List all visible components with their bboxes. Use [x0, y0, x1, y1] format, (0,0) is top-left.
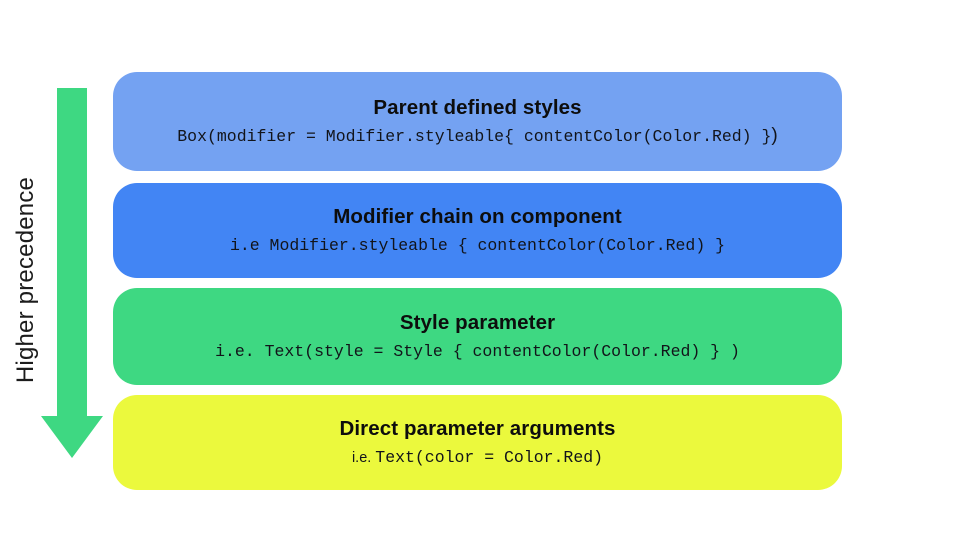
code-text: i.e Modifier.styleable { contentColor(Co… [229, 236, 726, 255]
box-direct-parameter-arguments: Direct parameter arguments i.e.Text(colo… [113, 395, 842, 490]
box-code: i.e. Text(style = Style { contentColor(C… [215, 340, 740, 362]
higher-precedence-label: Higher precedence [12, 176, 39, 384]
box-parent-defined-styles: Parent defined styles Box(modifier = Mod… [113, 72, 842, 171]
box-title: Direct parameter arguments [339, 417, 616, 440]
box-title: Modifier chain on component [333, 205, 622, 228]
code-text: Box(modifier = Modifier.styleable{ conte… [177, 127, 772, 146]
code-prefix: i.e. [351, 450, 372, 466]
box-code: i.e.Text(color = Color.Red) [352, 446, 603, 468]
box-title: Parent defined styles [373, 96, 582, 119]
down-arrow-head-icon [41, 416, 103, 458]
down-arrow-shaft [57, 88, 87, 418]
box-style-parameter: Style parameter i.e. Text(style = Style … [113, 288, 842, 385]
code-text: Text(color = Color.Red) [375, 448, 604, 467]
box-code: i.e Modifier.styleable { contentColor(Co… [230, 234, 725, 256]
box-modifier-chain: Modifier chain on component i.e Modifier… [113, 183, 842, 278]
box-code: Box(modifier = Modifier.styleable{ conte… [177, 125, 777, 147]
box-title: Style parameter [399, 311, 556, 334]
code-text: i.e. Text(style = Style { contentColor(C… [215, 342, 740, 361]
code-suffix: ) [771, 125, 778, 146]
